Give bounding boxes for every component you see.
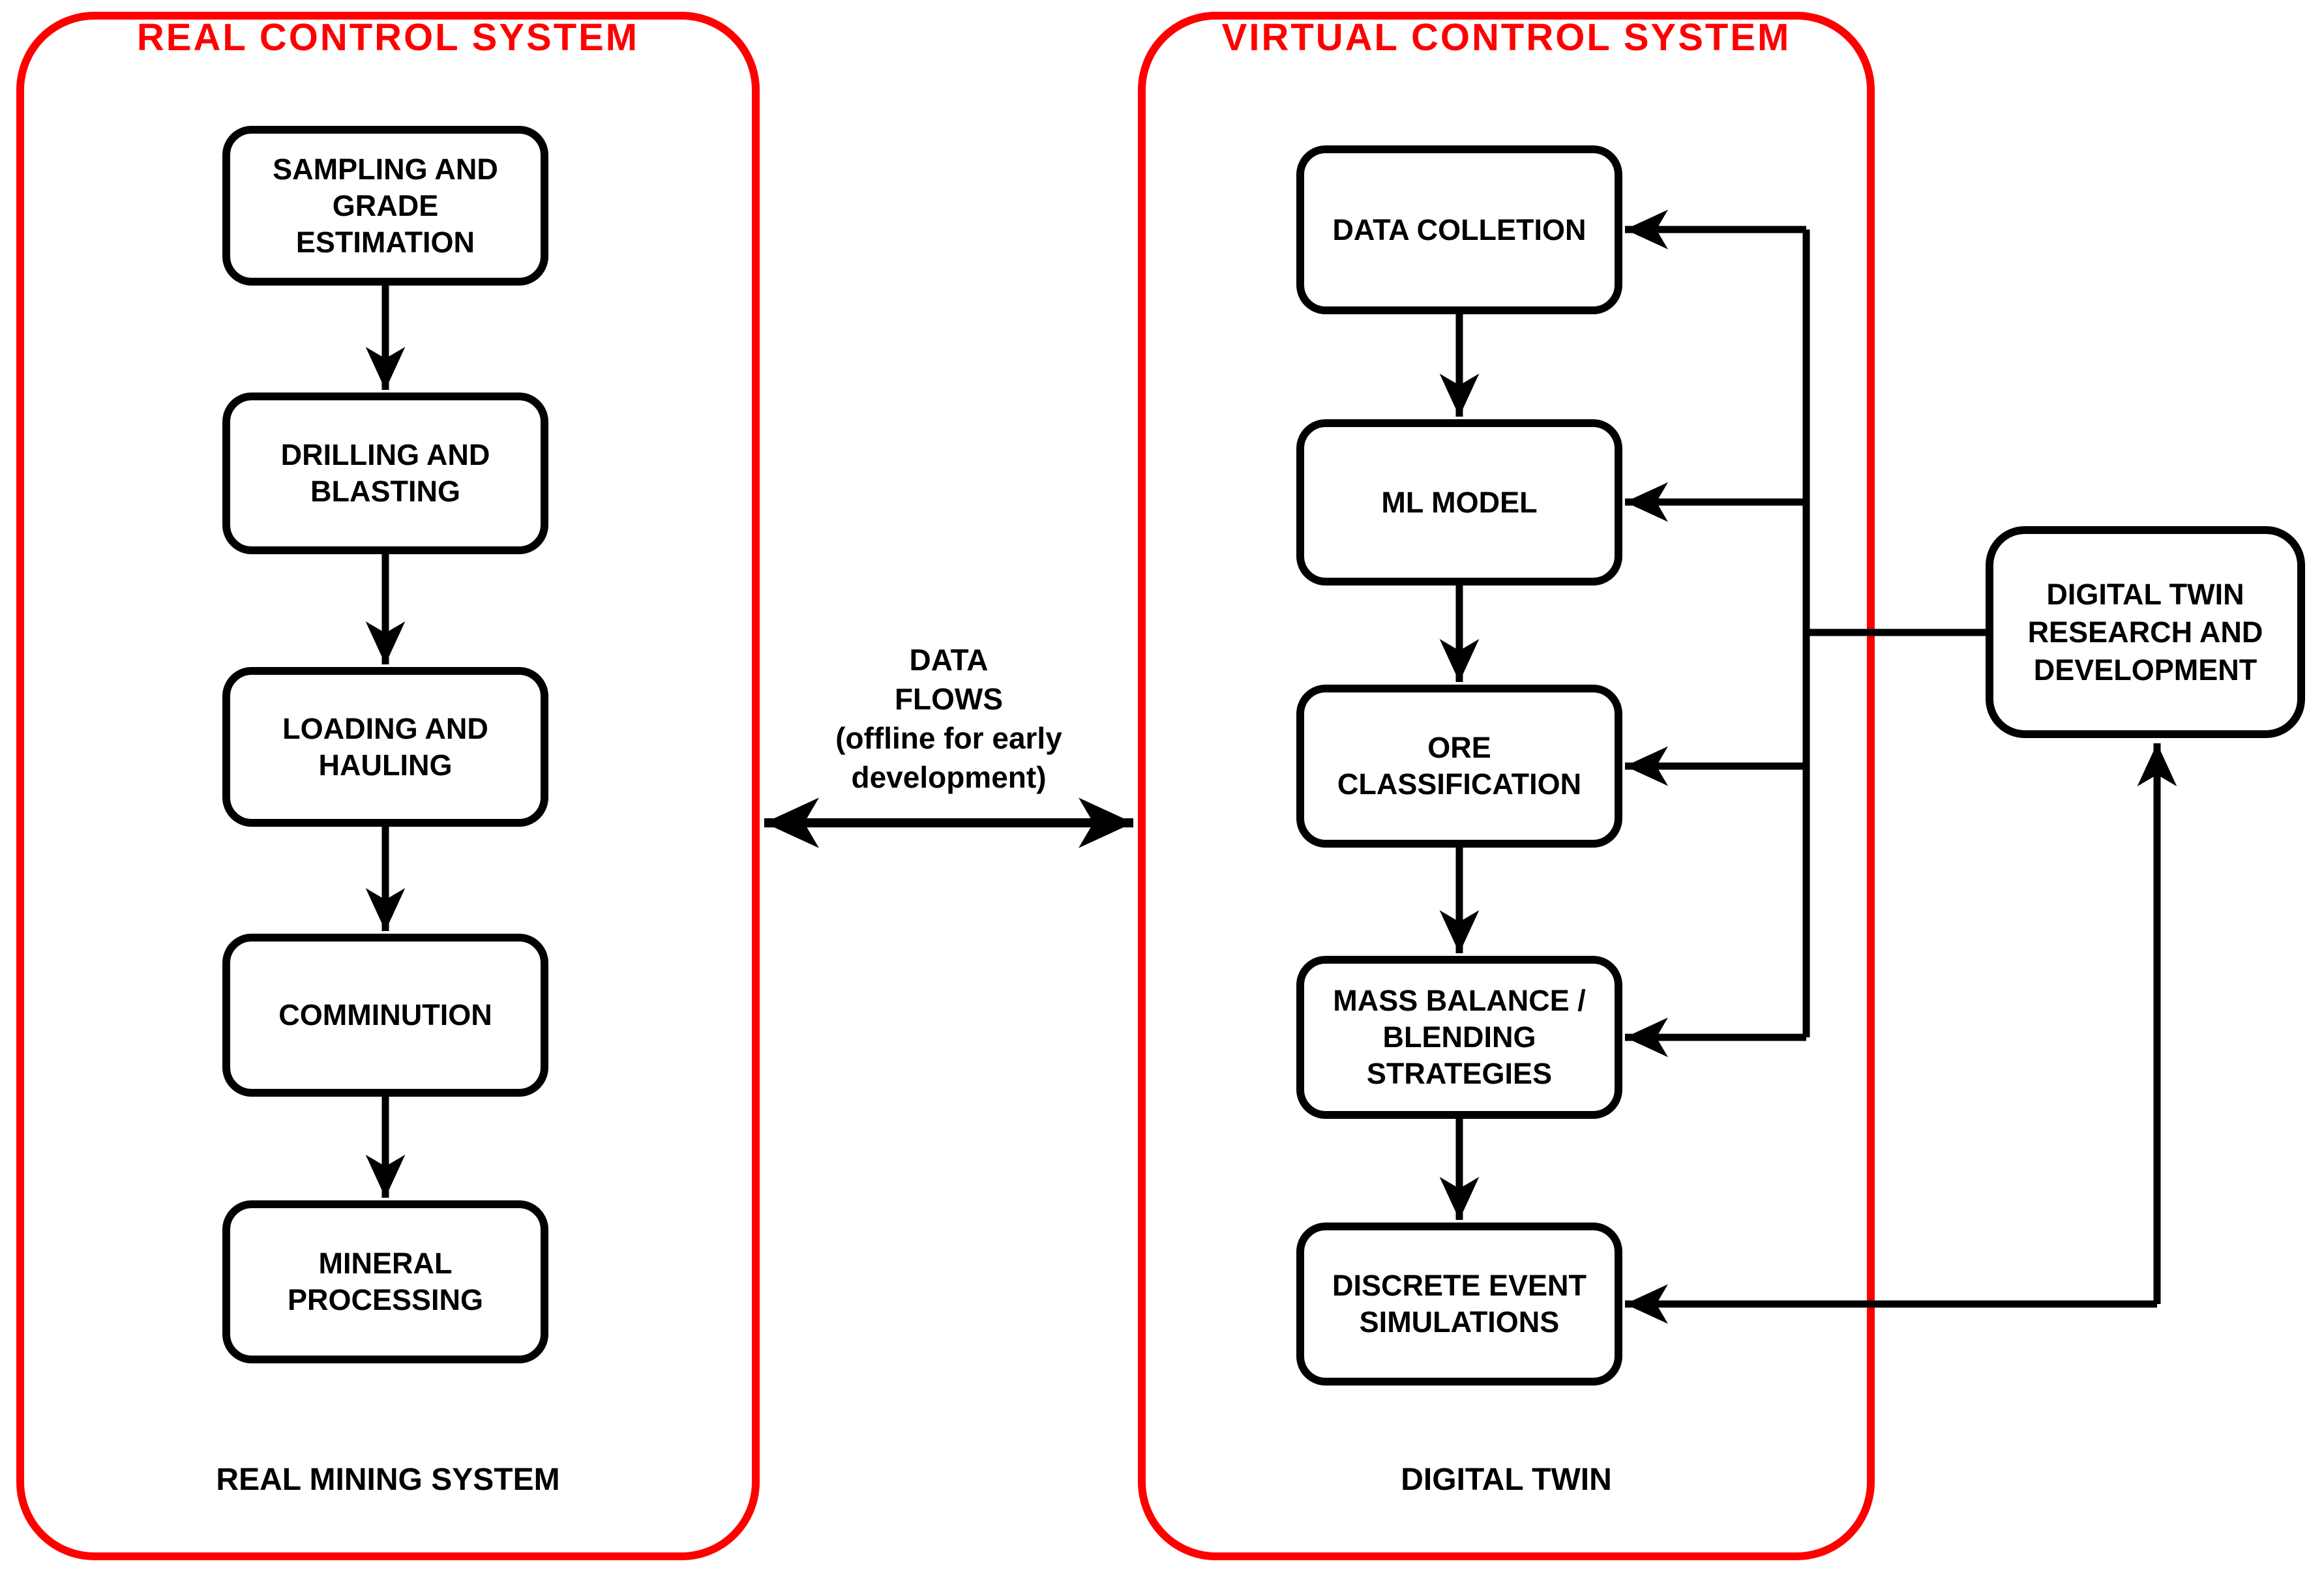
box-ml-model: ML MODEL	[1296, 419, 1622, 586]
box-sampling-grade-estimation-label: SAMPLING AND GRADE ESTIMATION	[273, 152, 498, 259]
box-data-colletion-label: DATA COLLETION	[1332, 213, 1587, 246]
box-digital-twin-rnd: DIGITAL TWIN RESEARCH AND DEVELOPMENT	[1986, 526, 2305, 738]
box-mass-balance-blending-label: MASS BALANCE / BLENDING STRATEGIES	[1333, 984, 1586, 1090]
box-mineral-processing-label: MINERAL PROCESSING	[287, 1247, 484, 1316]
box-loading-hauling: LOADING AND HAULING	[222, 667, 548, 827]
box-ore-classification-label: ORE CLASSIFICATION	[1337, 731, 1582, 801]
box-loading-hauling-label: LOADING AND HAULING	[282, 711, 488, 782]
box-discrete-event-simulations-label: DISCRETE EVENT SIMULATIONS	[1332, 1269, 1587, 1339]
box-mass-balance-blending: MASS BALANCE / BLENDING STRATEGIES	[1296, 956, 1622, 1119]
box-sampling-grade-estimation: SAMPLING AND GRADE ESTIMATION	[222, 126, 548, 286]
rnd-feeder-bus	[1625, 209, 1986, 1058]
box-digital-twin-rnd-label: DIGITAL TWIN RESEARCH AND DEVELOPMENT	[2027, 577, 2263, 687]
data-flows-label: DATA FLOWS (offline for early developmen…	[835, 643, 1062, 794]
box-ore-classification: ORE CLASSIFICATION	[1296, 685, 1622, 848]
box-discrete-event-simulations: DISCRETE EVENT SIMULATIONS	[1296, 1223, 1622, 1386]
virtual-control-system-title: VIRTUAL CONTROL SYSTEM	[1221, 16, 1791, 59]
box-drilling-blasting-label: DRILLING AND BLASTING	[280, 438, 490, 508]
des-rnd-loop	[1625, 743, 2177, 1324]
box-ml-model-label: ML MODEL	[1381, 485, 1538, 519]
real-control-system-title: REAL CONTROL SYSTEM	[136, 16, 640, 59]
real-control-system-container	[16, 12, 760, 1560]
box-comminution-label: COMMINUTION	[278, 998, 492, 1031]
virtual-control-system-container	[1138, 12, 1875, 1560]
box-mineral-processing: MINERAL PROCESSING	[222, 1200, 548, 1363]
box-data-colletion: DATA COLLETION	[1296, 145, 1622, 314]
box-comminution: COMMINUTION	[222, 934, 548, 1097]
real-mining-system-label: REAL MINING SYSTEM	[216, 1462, 560, 1497]
box-drilling-blasting: DRILLING AND BLASTING	[222, 393, 548, 554]
digital-twin-label: DIGITAL TWIN	[1401, 1462, 1612, 1497]
